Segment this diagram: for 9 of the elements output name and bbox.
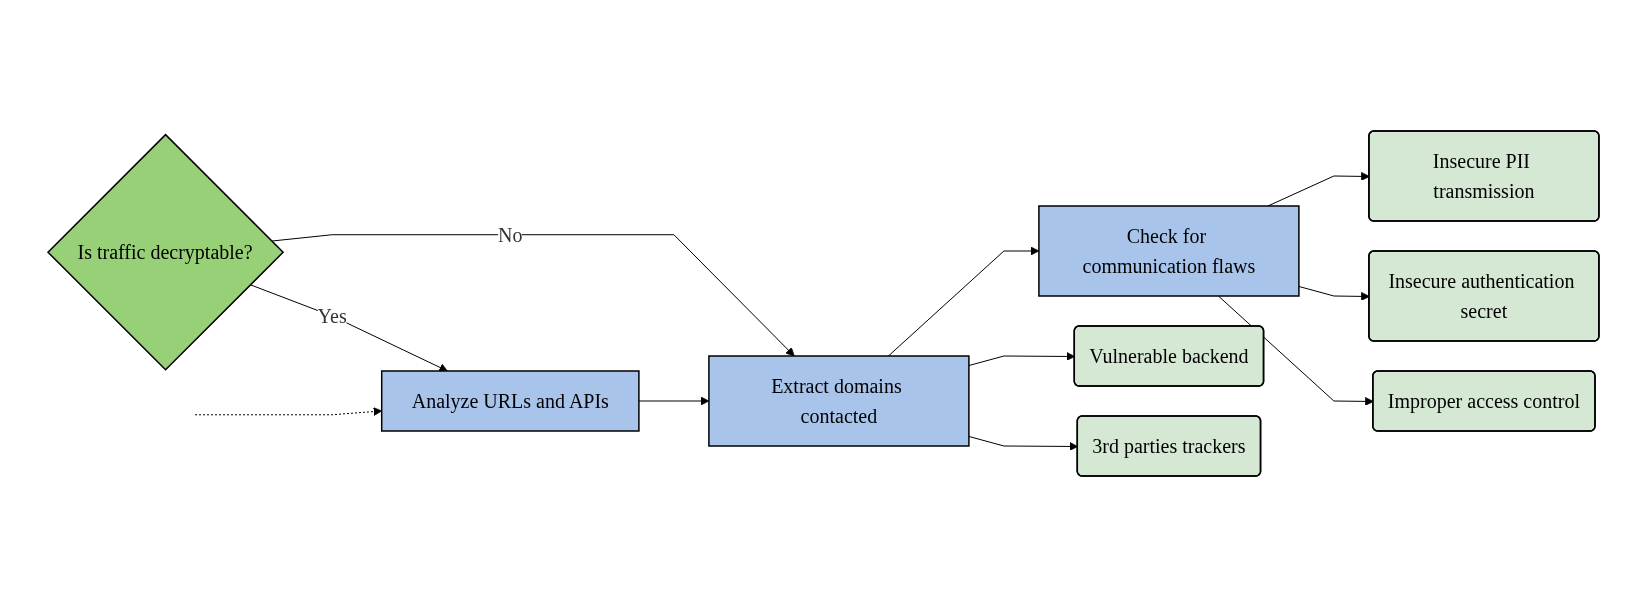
arrow bbox=[887, 246, 1039, 356]
node-box: Analyze URLs and APIs bbox=[380, 369, 640, 432]
arrow bbox=[249, 283, 448, 372]
node-box: Check for communication flaws bbox=[1037, 204, 1300, 297]
node-diamond: Is traffic decryptable? bbox=[46, 133, 284, 371]
edge-label: Yes bbox=[317, 304, 347, 327]
arrow bbox=[194, 406, 382, 416]
edge-label: No bbox=[497, 223, 523, 246]
node-box: Extract domains contacted bbox=[707, 354, 970, 447]
